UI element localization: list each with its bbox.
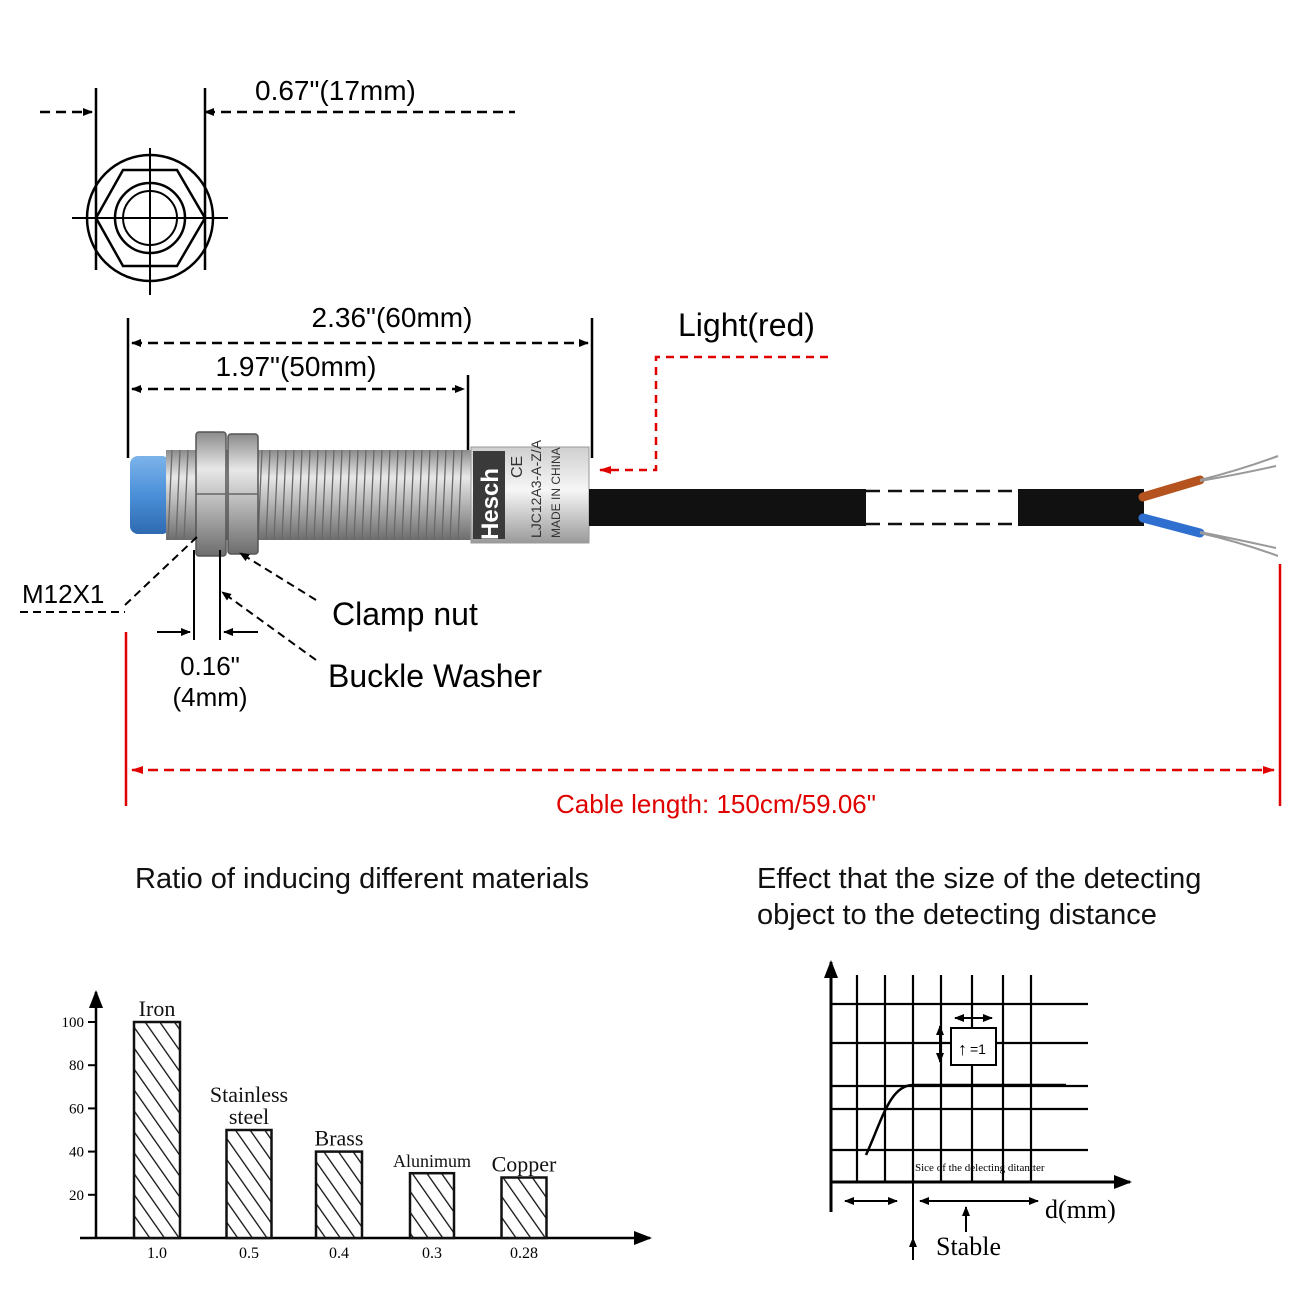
- cable-length-dimension: Cable length: 150cm/59.06": [124, 564, 1282, 819]
- bar-alunimum: [408, 1171, 456, 1240]
- nut-width-mm-label: (4mm): [172, 682, 247, 712]
- curve-label: Sice of the delecting ditantter: [915, 1162, 1045, 1174]
- light-callout: Light(red): [599, 307, 828, 474]
- ratio-label: 1.0: [147, 1245, 167, 1262]
- y-tick-label: 80: [69, 1058, 84, 1074]
- bar-brass: [314, 1150, 364, 1240]
- sensor-cap: [130, 456, 170, 534]
- total-length-label: 2.36"(60mm): [312, 302, 473, 333]
- bar-category-label: Brass: [315, 1126, 364, 1151]
- cable-segment-right: [1018, 489, 1144, 526]
- y-tick-label: 60: [69, 1101, 84, 1117]
- effect-curve: [864, 1083, 1066, 1156]
- sensor-body: Hesch LJC12A3-A-Z/A MADE IN CHINA CE: [130, 431, 590, 557]
- effect-graph: Effect that the size of the detecting ob…: [757, 863, 1201, 1261]
- bar-category-label: Alunimum: [393, 1151, 471, 1171]
- part-callouts: M12X1 Clamp nut Buckle Washer 0.16" (4mm…: [20, 535, 542, 712]
- effect-grid: [831, 975, 1088, 1182]
- effect-title-line2: object to the detecting distance: [757, 899, 1157, 931]
- effect-title-line1: Effect that the size of the detecting: [757, 863, 1201, 895]
- x-axis-label: d(mm): [1045, 1195, 1116, 1224]
- origin-marking: MADE IN CHINA: [549, 447, 563, 538]
- thread-length-label: 1.97"(50mm): [216, 351, 377, 382]
- width-dimension-label: 0.67"(17mm): [255, 75, 416, 106]
- chart-title: Ratio of inducing different materials: [135, 863, 589, 895]
- ratio-label: 0.28: [510, 1245, 538, 1262]
- bar-iron: [132, 1020, 182, 1240]
- cable: [589, 455, 1279, 557]
- cable-length-label: Cable length: 150cm/59.06": [556, 789, 876, 819]
- brown-wire: [1138, 475, 1205, 502]
- front-view: 0.67"(17mm): [40, 75, 515, 295]
- bar-copper: [500, 1176, 548, 1240]
- thread-spec-label: M12X1: [22, 579, 104, 609]
- stable-label: Stable: [936, 1232, 1001, 1261]
- blue-wire: [1138, 513, 1205, 538]
- bar-category-label: steel: [229, 1104, 269, 1129]
- side-view-dimensions: 2.36"(60mm) 1.97"(50mm): [126, 302, 594, 458]
- y-tick-label: 40: [69, 1145, 84, 1161]
- bar-category-label: Copper: [492, 1152, 557, 1177]
- buckle-washer-label: Buckle Washer: [328, 658, 542, 694]
- bar-category-label: Iron: [139, 996, 176, 1021]
- brand-marking: Hesch: [477, 468, 504, 540]
- model-marking: LJC12A3-A-Z/A: [528, 439, 544, 538]
- nut-width-inch-label: 0.16": [180, 651, 240, 681]
- y-tick-label: 100: [62, 1015, 85, 1031]
- cable-segment-left: [589, 489, 866, 526]
- bar-category-label: Stainless: [210, 1082, 288, 1107]
- ratio-label: 0.5: [239, 1245, 259, 1262]
- ratio-label: 0.3: [422, 1245, 442, 1262]
- ratio-label: 0.4: [329, 1245, 349, 1262]
- clamp-nut-label: Clamp nut: [332, 596, 478, 632]
- inset-arrow-icon: ↑: [958, 1039, 967, 1059]
- ce-marking: CE: [509, 456, 526, 478]
- materials-chart: Ratio of inducing different materials 10…: [62, 863, 652, 1262]
- light-label: Light(red): [678, 307, 815, 343]
- bar-stainless-steel: [225, 1128, 273, 1240]
- inset-label: =1: [970, 1041, 986, 1057]
- y-tick-label: 20: [69, 1188, 84, 1204]
